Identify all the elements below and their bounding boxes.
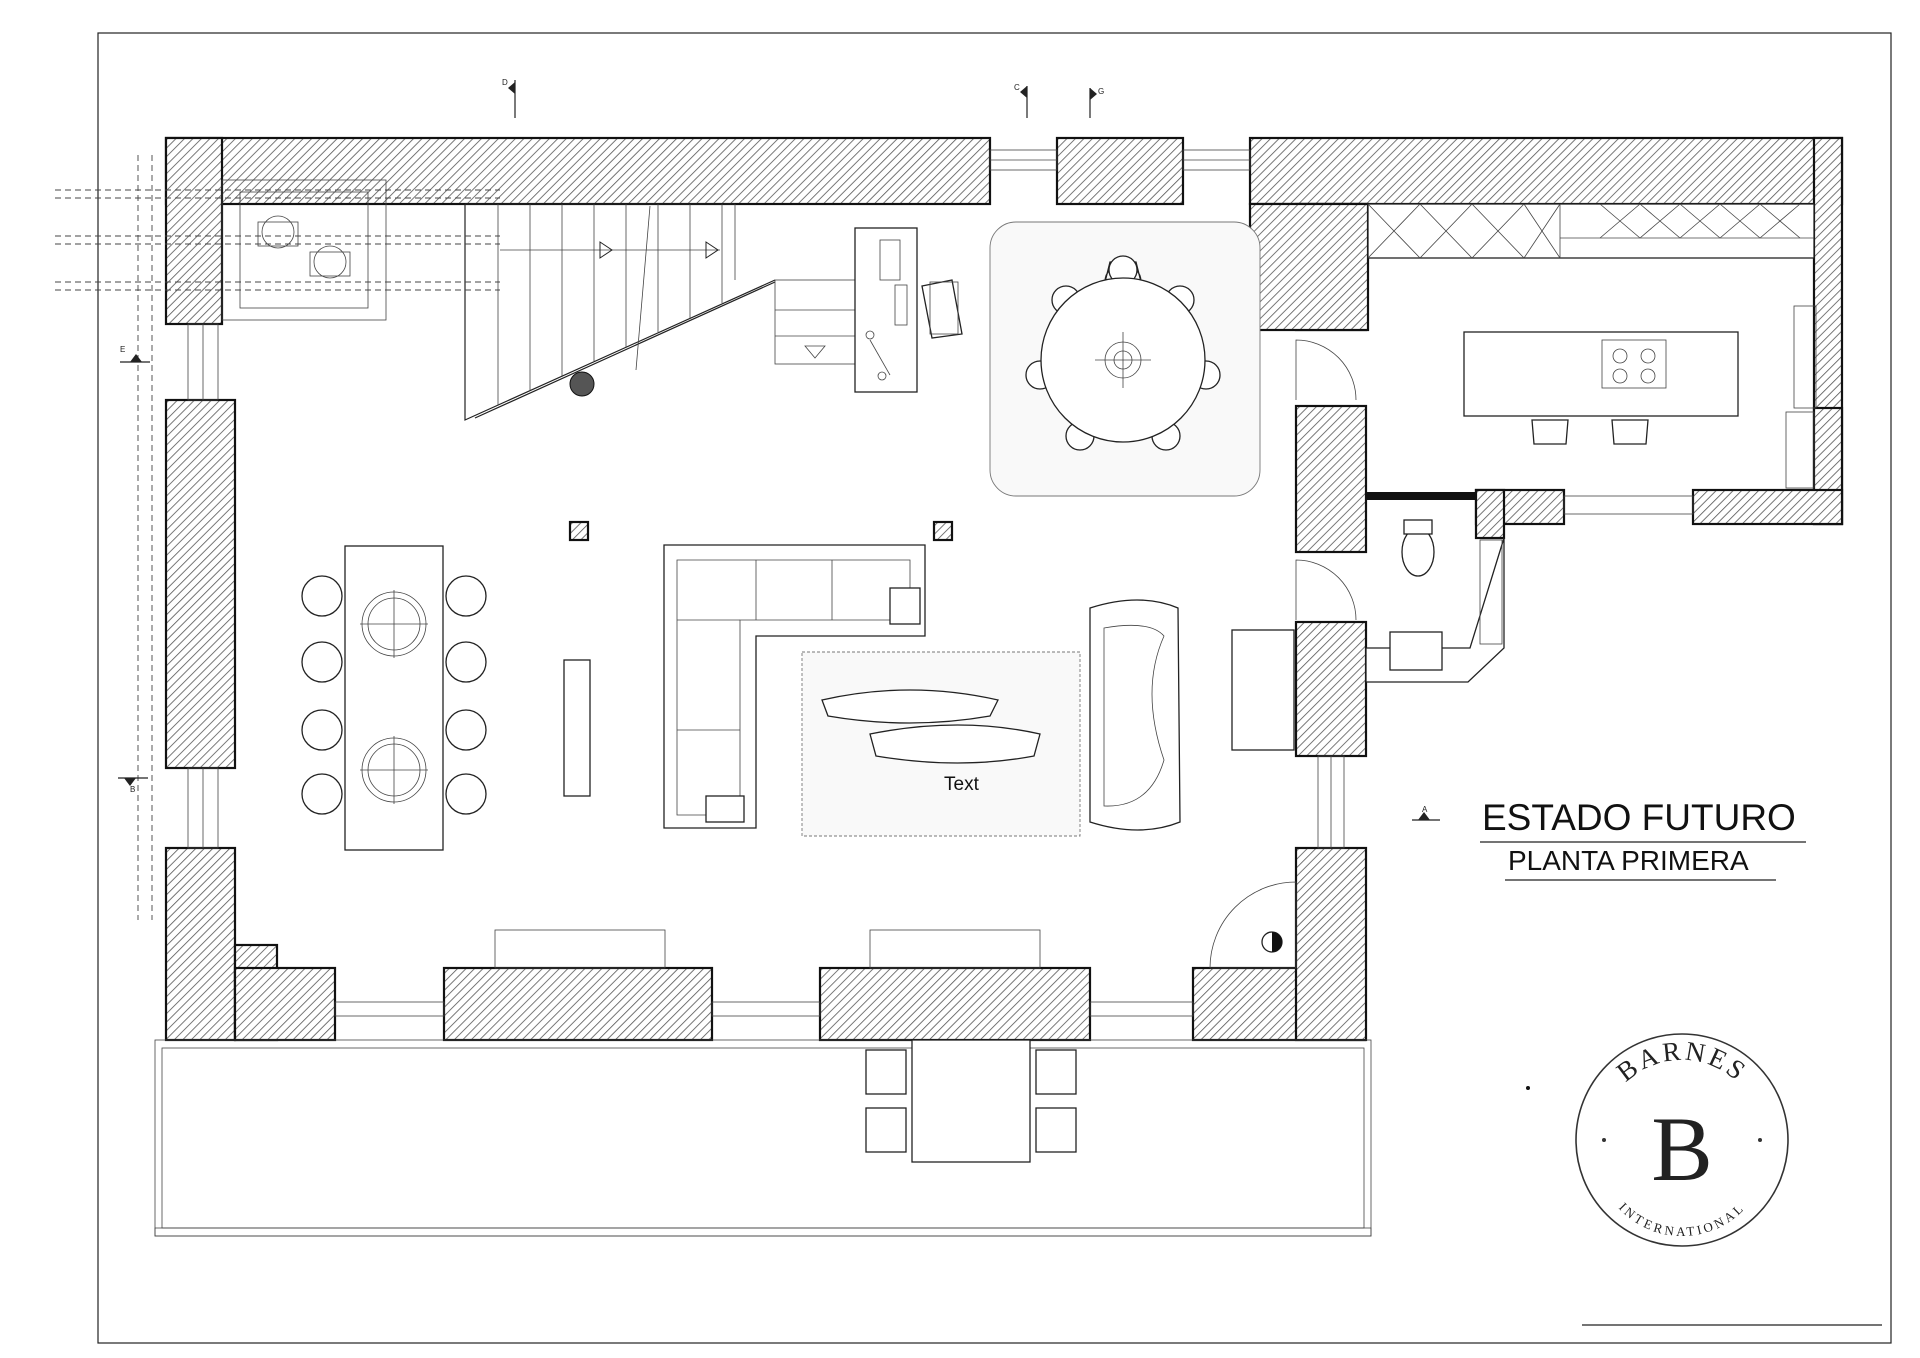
sofa <box>1089 599 1181 831</box>
walls <box>164 136 1844 1042</box>
desk <box>854 227 963 393</box>
kitchen <box>1367 203 1815 445</box>
doors <box>1209 339 1357 969</box>
barnes-logo: BARNES INTERNATIONAL B <box>1575 1033 1789 1247</box>
living-rug: Text <box>801 651 1081 837</box>
sideboard <box>1231 629 1295 751</box>
long-dining-table <box>301 545 487 851</box>
svg-text:E: E <box>120 345 125 354</box>
console-table <box>563 659 591 797</box>
l-sofa <box>663 544 926 829</box>
terrace <box>154 1039 1372 1237</box>
plan-subtitle: PLANTA PRIMERA <box>1508 845 1749 876</box>
column <box>568 520 590 542</box>
section-markers: D C G E B A <box>118 78 1440 821</box>
staircase <box>464 203 856 421</box>
svg-text:A: A <box>1422 805 1428 814</box>
bathroom <box>1365 519 1505 683</box>
dot-marker <box>1526 1086 1530 1090</box>
logo-monogram: B <box>1651 1098 1712 1200</box>
svg-text:D: D <box>502 78 508 87</box>
column <box>932 520 954 542</box>
svg-text:G: G <box>1098 87 1104 96</box>
svg-text:C: C <box>1014 83 1020 92</box>
windows <box>187 149 1817 1017</box>
radiators <box>494 929 1041 969</box>
room-label: Text <box>944 774 980 795</box>
guide-lines <box>55 155 500 920</box>
svg-text:B: B <box>130 785 135 794</box>
drawing-frame <box>97 32 1892 1344</box>
lift-shaft <box>221 179 387 321</box>
plan-title: ESTADO FUTURO <box>1482 797 1796 838</box>
round-dining-table <box>989 221 1261 497</box>
